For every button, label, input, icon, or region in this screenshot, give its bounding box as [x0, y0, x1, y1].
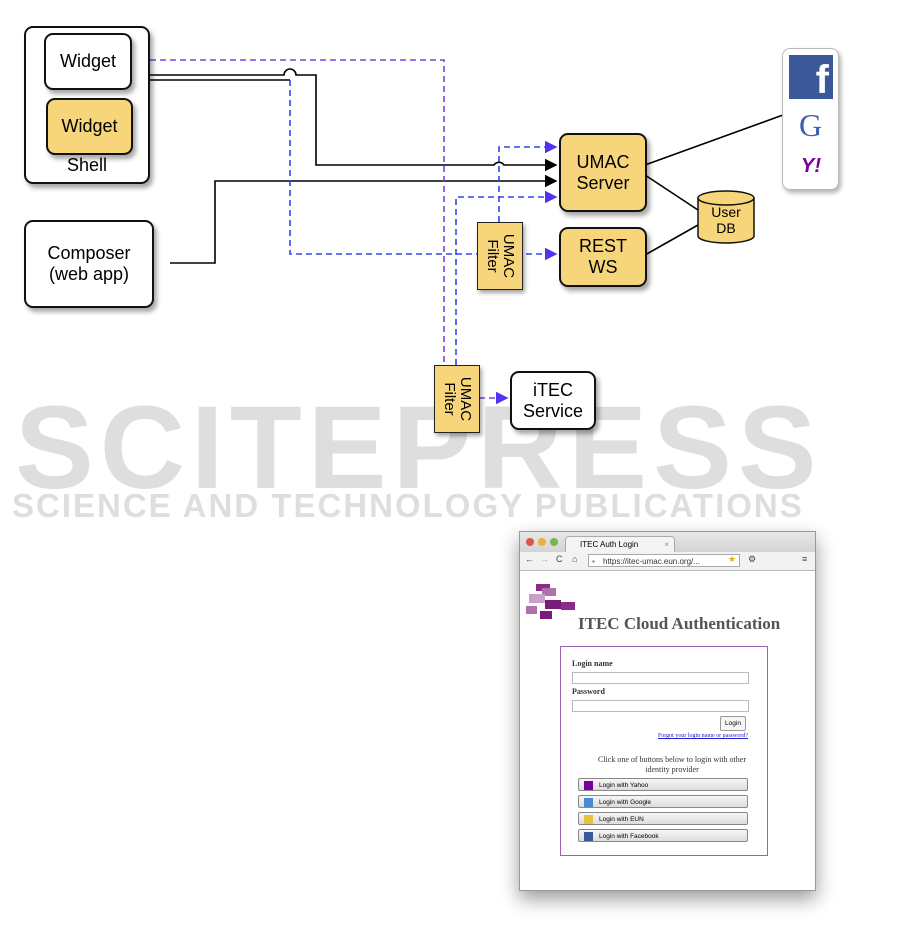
widget-box-highlighted: Widget [46, 98, 133, 155]
url-bar[interactable]: ▪ https://itec-umac.eun.org/... [588, 554, 740, 567]
button-label: Login with EUN [599, 816, 644, 823]
reload-icon[interactable]: C [556, 554, 563, 564]
home-icon[interactable]: ⌂ [572, 554, 578, 564]
umac-filter-label: UMAC Filter [484, 233, 517, 279]
itec-logo [526, 584, 576, 624]
maximize-window-button[interactable] [550, 538, 558, 546]
umac-filter-label: UMAC Filter [441, 376, 474, 422]
itec-service-box: iTEC Service [510, 371, 596, 430]
provider-prompt: Click one of buttons below to login with… [598, 755, 746, 774]
login-name-label: Login name [572, 659, 613, 668]
password-label: Password [572, 687, 605, 696]
button-label: Login with Google [599, 799, 652, 806]
google-icon: G [798, 107, 823, 143]
facebook-icon: f [789, 55, 833, 102]
login-google-button[interactable]: Login with Google [578, 795, 748, 808]
menu-icon[interactable]: ≡ [802, 554, 808, 564]
forgot-password-link[interactable]: Forgot your login name or password? [657, 733, 748, 739]
composer-box: Composer (web app) [24, 220, 154, 308]
forward-icon[interactable]: → [540, 554, 549, 564]
facebook-icon [584, 832, 593, 841]
star-icon[interactable]: ★ [728, 554, 737, 564]
url-text: https://itec-umac.eun.org/... [603, 557, 700, 566]
rest-ws-box: REST WS [559, 227, 647, 287]
tab-title: ITEC Auth Login [580, 540, 639, 549]
browser-window: ITEC Auth Login × ← → C ⌂ ▪ https://itec-u… [519, 531, 816, 891]
watermark-title: SCITEPRESS [15, 382, 823, 514]
close-window-button[interactable] [526, 538, 534, 546]
gear-icon[interactable]: ⚙ [748, 554, 757, 564]
eun-icon [584, 815, 593, 824]
browser-tab[interactable]: ITEC Auth Login × [565, 536, 675, 552]
shell-label: Shell [66, 155, 108, 175]
lock-icon: ▪ [592, 557, 595, 566]
identity-providers-panel: f G Y! [782, 48, 839, 190]
user-db-cylinder: User DB [697, 190, 755, 244]
umac-filter-rest: UMAC Filter [477, 222, 523, 290]
yahoo-icon [584, 781, 593, 790]
close-tab-icon[interactable]: × [664, 540, 669, 549]
button-label: Login with Facebook [599, 833, 659, 840]
user-db-label: User DB [711, 204, 741, 236]
page-heading: ITEC Cloud Authentication [578, 614, 781, 633]
watermark-subtitle: SCIENCE AND TECHNOLOGY PUBLICATIONS [12, 487, 804, 524]
login-facebook-button[interactable]: Login with Facebook [578, 829, 748, 842]
minimize-window-button[interactable] [538, 538, 546, 546]
widget-box: Widget [44, 33, 132, 90]
login-yahoo-button[interactable]: Login with Yahoo [578, 778, 748, 791]
umac-server-box: UMAC Server [559, 133, 647, 212]
login-name-input[interactable] [572, 672, 749, 684]
back-icon[interactable]: ← [525, 554, 534, 564]
login-button[interactable]: Login [720, 716, 746, 731]
browser-toolbar: ← → C ⌂ ▪ https://itec-umac.eun.org/... ★… [520, 552, 815, 571]
google-icon [584, 798, 593, 807]
login-form: Login name Password Login Forgot your lo… [560, 646, 768, 856]
password-input[interactable] [572, 700, 749, 712]
tab-bar: ITEC Auth Login × [520, 532, 815, 552]
yahoo-icon: Y! [801, 155, 821, 177]
login-eun-button[interactable]: Login with EUN [578, 812, 748, 825]
umac-filter-itec: UMAC Filter [434, 365, 480, 433]
button-label: Login with Yahoo [599, 782, 649, 789]
